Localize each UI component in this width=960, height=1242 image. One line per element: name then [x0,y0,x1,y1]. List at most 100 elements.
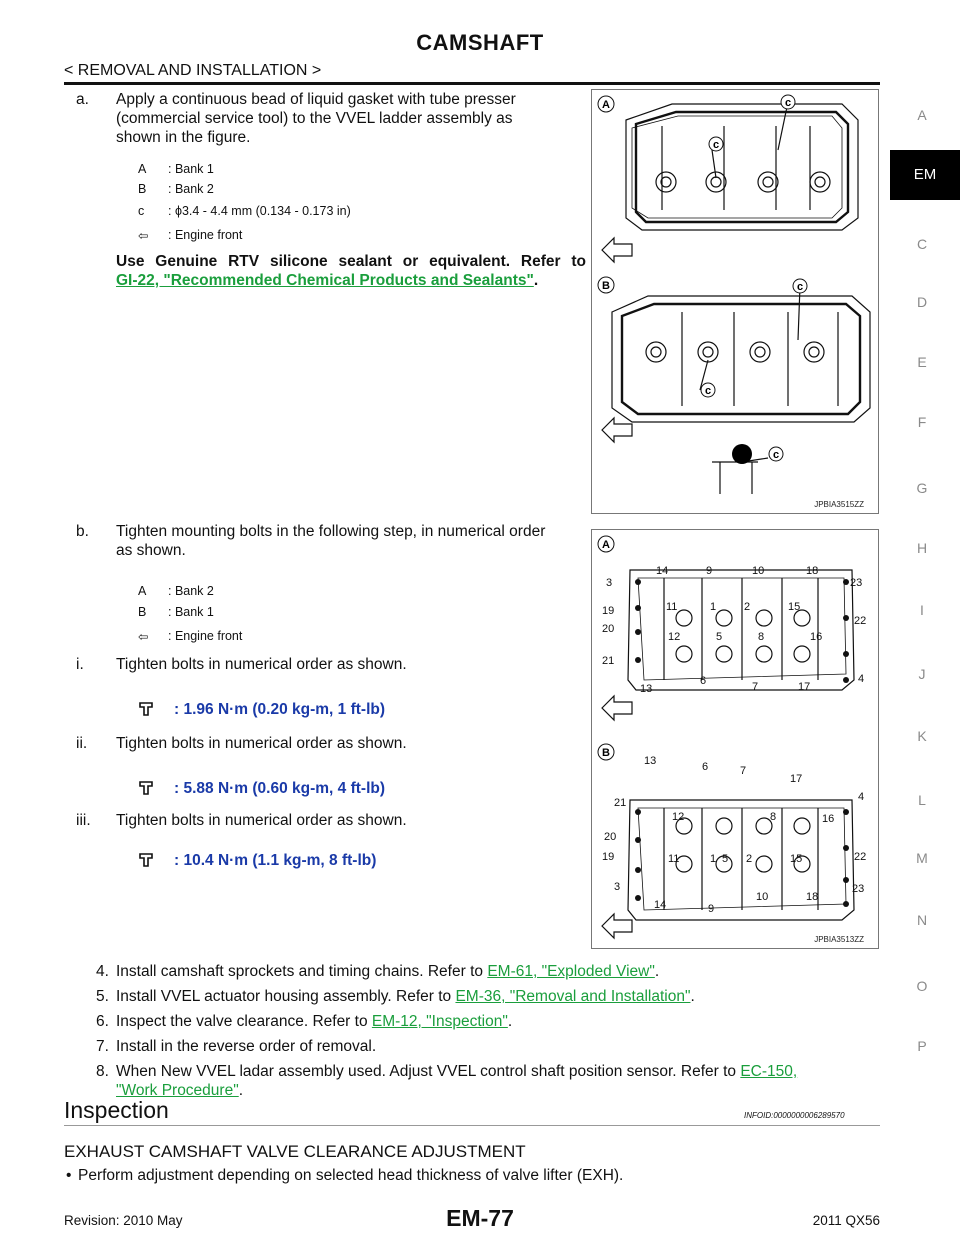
tab-n[interactable]: N [916,912,928,928]
engine-front-arrow-icon-b: ⇦ [138,630,149,644]
tab-e[interactable]: E [917,354,927,370]
svg-text:23: 23 [852,883,864,895]
engine-front-icon-d [601,912,633,940]
step-a-line3: shown in the figure. [116,129,251,146]
tab-p[interactable]: P [917,1038,927,1054]
sealant-note: Use Genuine RTV silicone sealant or equi… [116,252,586,290]
svg-text:21: 21 [614,797,626,809]
step-6-text: Inspect the valve clearance. Refer to [116,1013,372,1030]
step-4-num: 4. [96,963,109,980]
step-a: a. Apply a continuous bead of liquid gas… [76,90,586,146]
figure-id-a: JPBIA3515ZZ [814,500,864,509]
step-7-num: 7. [96,1038,109,1055]
svg-text:8: 8 [758,631,764,643]
step-b-line1: Tighten mounting bolts in the following … [116,523,546,540]
svg-text:7: 7 [752,681,758,693]
footer-revision: Revision: 2010 May [64,1213,183,1228]
step-8-link[interactable]: EC-150, [740,1063,798,1080]
svg-text:10: 10 [756,891,768,903]
legend-b-val-2: : Engine front [168,629,243,643]
step-8-link2[interactable]: "Work Procedure" [116,1082,239,1099]
step-a-line1: Apply a continuous bead of liquid gasket… [116,91,516,108]
legend-b-key-1: B [138,605,147,619]
step-4: 4. Install camshaft sprockets and timing… [96,962,880,981]
step-6-link[interactable]: EM-12, "Inspection" [371,1013,508,1030]
svg-text:23: 23 [850,577,862,589]
svg-text:17: 17 [798,681,810,693]
tab-i[interactable]: I [920,602,924,618]
legend-b-val-1: : Bank 1 [168,605,214,619]
tab-em-active[interactable]: EM [890,150,960,200]
svg-text:3: 3 [606,577,612,589]
svg-text:1: 1 [710,853,716,865]
substep-i-marker: i. [76,656,84,673]
step-a-line2: (commercial service tool) to the VVEL la… [116,110,513,127]
inspection-subheading: EXHAUST CAMSHAFT VALVE CLEARANCE ADJUSTM… [64,1142,526,1161]
tab-l[interactable]: L [918,792,926,808]
svg-text:19: 19 [602,605,614,617]
svg-text:4: 4 [858,673,864,685]
step-5-num: 5. [96,988,109,1005]
torque-wrench-icon [139,702,153,716]
step-5-text: Install VVEL actuator housing assembly. … [116,988,456,1005]
tab-k[interactable]: K [917,728,927,744]
step-8-text: When New VVEL ladar assembly used. Adjus… [116,1063,741,1080]
svg-text:2: 2 [746,853,752,865]
tab-h[interactable]: H [916,540,928,556]
svg-text:13: 13 [640,683,652,695]
inspection-bullet: • Perform adjustment depending on select… [66,1166,623,1185]
breadcrumb: < REMOVAL AND INSTALLATION > [64,62,322,79]
svg-text:14: 14 [656,565,668,577]
svg-text:8: 8 [770,811,776,823]
svg-text:B: B [602,280,610,292]
step-a-marker: a. [76,91,89,108]
info-id: INFOID:0000000006289570 [744,1111,845,1120]
tab-g[interactable]: G [916,480,928,496]
svg-text:6: 6 [702,761,708,773]
gasket-figure: A B c c c c c JPBIA3515ZZ [591,89,879,514]
legend-a-key-0: A [138,162,147,176]
tab-f[interactable]: F [917,414,927,430]
tab-j[interactable]: J [918,666,926,682]
svg-text:10: 10 [752,565,764,577]
bullet-icon: • [66,1167,72,1184]
svg-text:20: 20 [604,831,616,843]
tab-a[interactable]: A [917,107,927,123]
step-b-marker: b. [76,523,89,540]
substep-iii-marker: iii. [76,812,91,829]
svg-text:21: 21 [602,655,614,667]
svg-text:B: B [602,747,610,759]
engine-front-icon-c [601,694,633,722]
torque-value-iii: : 10.4 N·m (1.1 kg-m, 8 ft-lb) [174,852,377,869]
tab-d[interactable]: D [916,294,928,310]
svg-text:c: c [713,139,719,151]
svg-text:13: 13 [644,755,656,767]
step-6: 6. Inspect the valve clearance. Refer to… [96,1012,880,1031]
figure-id-b: JPBIA3513ZZ [814,935,864,944]
step-8-num: 8. [96,1063,109,1080]
torque-wrench-icon [139,781,153,795]
step-4-link[interactable]: EM-61, "Exploded View" [487,963,655,980]
engine-front-arrow-icon: ⇦ [138,229,149,243]
substep-i-text: Tighten bolts in numerical order as show… [116,656,407,673]
tab-o[interactable]: O [916,978,928,994]
legend-a-key-1: B [138,182,147,196]
inspection-bullet-text: Perform adjustment depending on selected… [78,1167,624,1184]
svg-text:12: 12 [672,811,684,823]
tab-c[interactable]: C [916,236,928,252]
legend-a-val-0: : Bank 1 [168,162,214,176]
svg-text:12: 12 [668,631,680,643]
legend-b-val-0: : Bank 2 [168,584,214,598]
engine-front-icon-a [601,236,633,264]
step-5-link[interactable]: EM-36, "Removal and Installation" [455,988,691,1005]
substep-ii-text: Tighten bolts in numerical order as show… [116,735,407,752]
sealant-link[interactable]: GI-22, "Recommended Chemical Products an… [116,272,534,289]
sealant-note-line1: Use Genuine RTV silicone sealant or equi… [116,253,586,270]
substep-ii: ii. Tighten bolts in numerical order as … [76,734,407,753]
svg-text:16: 16 [822,813,834,825]
svg-text:20: 20 [602,623,614,635]
legend-b-key-0: A [138,584,147,598]
tab-m[interactable]: M [916,850,928,866]
svg-text:22: 22 [854,615,866,627]
engine-front-icon-b [601,416,633,444]
